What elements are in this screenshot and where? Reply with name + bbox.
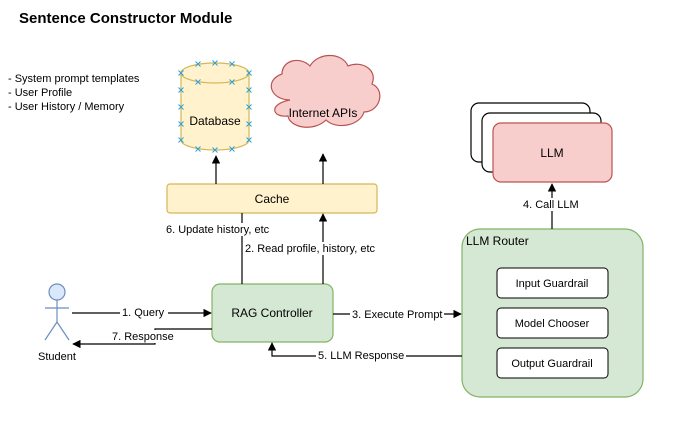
internet-apis-label: Internet APIs [289,106,358,120]
cache-label: Cache [255,192,290,206]
rag-controller-node[interactable]: RAG Controller [211,283,334,343]
student-actor[interactable]: Student [38,283,76,363]
output-guardrail-label: Output Guardrail [511,358,592,370]
selection-marker-icon [229,79,235,85]
note-user-history: - User History / Memory [8,101,125,113]
input-guardrail-box[interactable]: Input Guardrail [496,267,609,299]
actor-head-icon [48,283,66,301]
llm-stack[interactable]: LLM [470,102,613,183]
llm-router-node[interactable]: LLM Router Input Guardrail Model Chooser… [461,228,644,398]
selection-marker-icon [195,61,201,67]
llm-label: LLM [540,146,563,160]
database-label: Database [189,114,241,128]
selection-marker-icon [246,87,252,93]
edge-label-read-profile: 2. Read profile, history, etc [245,243,376,255]
edge-label-call-llm: 4. Call LLM [523,199,579,211]
selection-marker-icon [178,70,184,76]
selection-marker-icon [246,104,252,110]
selection-marker-icon [178,137,184,143]
rag-controller-label: RAG Controller [231,306,312,320]
diagram-title: Sentence Constructor Module [19,10,232,27]
selection-marker-icon [246,70,252,76]
llm-router-label: LLM Router [466,234,529,248]
input-guardrail-label: Input Guardrail [516,278,589,290]
selection-marker-icon [178,87,184,93]
selection-marker-icon [246,121,252,127]
database-node[interactable]: Database [178,60,252,153]
selection-marker-icon [212,147,218,153]
edge-label-query: 1. Query [122,307,165,319]
edge-label-llm-response: 5. LLM Response [318,350,404,362]
cache-node[interactable]: Cache [166,183,378,214]
student-label: Student [38,351,76,363]
selection-marker-icon [195,146,201,152]
llm-node[interactable] [492,122,613,183]
edge-label-update-history: 6. Update history, etc [166,224,270,236]
edge-label-execute-prompt: 3. Execute Prompt [352,309,443,321]
selection-marker-icon [229,61,235,67]
output-guardrail-box[interactable]: Output Guardrail [496,347,609,379]
selection-marker-icon [212,60,218,66]
selection-marker-icon [246,137,252,143]
note-system-prompt: - System prompt templates [8,73,140,85]
internet-apis-node[interactable]: Internet APIs [270,54,381,128]
selection-marker-icon [229,146,235,152]
selection-marker-icon [178,121,184,127]
selection-markers [178,60,252,153]
selection-marker-icon [195,79,201,85]
model-chooser-box[interactable]: Model Chooser [496,307,609,339]
selection-marker-icon [178,104,184,110]
note-user-profile: - User Profile [8,87,72,99]
edge-label-response: 7. Response [112,331,174,343]
model-chooser-label: Model Chooser [515,318,590,330]
